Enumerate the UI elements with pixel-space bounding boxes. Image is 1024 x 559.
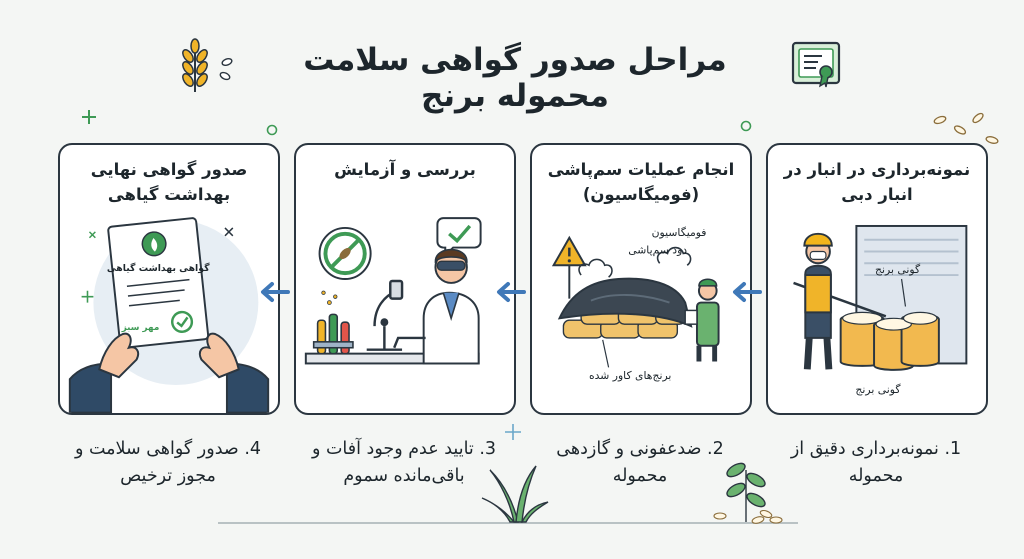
step-caption-1: 1. نمونه‌برداری دقیق از محموله bbox=[790, 439, 962, 486]
circle-icon bbox=[740, 120, 752, 132]
wheat-icon bbox=[182, 38, 208, 92]
grain-icon bbox=[933, 112, 999, 144]
step-title: صدور گواهی نهایی بهداشت گیاهی bbox=[90, 160, 248, 204]
covered-label: برنج‌های کاور شده bbox=[589, 369, 671, 382]
lab-illustration bbox=[304, 217, 482, 365]
step-card-3: بررسی و آزمایش bbox=[294, 143, 516, 415]
grass-icon bbox=[481, 465, 549, 523]
step-card-1: گونی برنج گونی برنج نمونه‌برداری در انبا… bbox=[766, 143, 988, 415]
step-caption-3: 3. تایید عدم وجود آفات و باقی‌مانده سموم bbox=[311, 439, 497, 486]
step-caption-2: 2. ضدعفونی و گازدهی محموله bbox=[556, 439, 724, 486]
certificate-illustration: گواهی بهداشت گیاهی مهر سبز bbox=[68, 217, 270, 413]
fumigation-illustration: فومیگاسیون دود سم‌پاشی برنج‌های کاور شده bbox=[551, 226, 720, 382]
sparkle-icon bbox=[505, 424, 521, 440]
grain-icon bbox=[219, 58, 233, 81]
sparkle-icon bbox=[82, 110, 96, 124]
title-row: مراحل صدور گواهی سلامت محموله برنج bbox=[0, 38, 1024, 114]
sprout-icon bbox=[713, 462, 783, 524]
stamp-label: مهر سبز bbox=[121, 323, 160, 333]
fumes-label: فومیگاسیون دود سم‌پاشی bbox=[628, 226, 706, 257]
step-title: انجام عملیات سم‌پاشی (فومیگاسیون) bbox=[547, 160, 735, 204]
bag-top-label: گونی برنج bbox=[875, 263, 921, 276]
step-card-2: فومیگاسیون دود سم‌پاشی برنج‌های کاور شده… bbox=[530, 143, 752, 415]
arrow-icon bbox=[733, 282, 762, 302]
ground-line bbox=[218, 522, 798, 524]
certificate-icon bbox=[791, 41, 841, 88]
arrow-icon bbox=[261, 282, 290, 302]
step-title: بررسی و آزمایش bbox=[334, 160, 476, 179]
warehouse-illustration: گونی برنج گونی برنج bbox=[793, 224, 968, 396]
bag-bottom-label: گونی برنج bbox=[855, 383, 901, 396]
page-title: مراحل صدور گواهی سلامت محموله برنج bbox=[303, 42, 727, 114]
step-caption-4: 4. صدور گواهی سلامت و مجوز ترخیص bbox=[74, 439, 262, 486]
circle-icon bbox=[266, 124, 278, 136]
cert-label: گواهی بهداشت گیاهی bbox=[107, 262, 210, 274]
step-card-4: گواهی بهداشت گیاهی مهر سبز صدور گواهی نه… bbox=[58, 143, 280, 415]
step-title: نمونه‌برداری در انبار در انبار دبی bbox=[783, 160, 971, 204]
arrow-icon bbox=[497, 282, 526, 302]
